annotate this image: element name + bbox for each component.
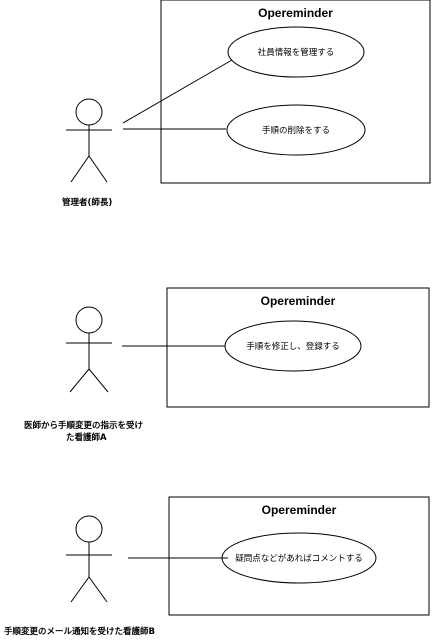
system-boundary-1 <box>160 0 431 184</box>
system-title-3: Opereminder <box>261 503 337 517</box>
association-line-1a <box>122 59 233 124</box>
system-title-1: Opereminder <box>258 6 333 20</box>
actor-label-2-line1: 医師から手順変更の指示を受け <box>24 421 144 431</box>
use-case-label-3: 疑問点などがあればコメントする <box>235 554 363 564</box>
actor-figure-3 <box>66 515 112 603</box>
actor-label-2-line2: た看護師A <box>66 433 107 443</box>
actor-label-3: 手順変更のメール通知を受けた看護師B <box>4 627 155 637</box>
use-case-ellipse-1a <box>227 26 365 78</box>
system-boundary-2 <box>166 287 430 408</box>
use-case-ellipse-3 <box>221 532 377 584</box>
use-case-ellipse-1b <box>226 104 366 156</box>
actor-figure-2 <box>66 306 112 393</box>
use-case-label-1a: 社員情報を管理する <box>257 48 335 58</box>
system-title-2: Opereminder <box>260 294 336 308</box>
use-case-label-1b: 手順の削除をする <box>261 126 330 136</box>
actor-figure-1 <box>66 98 112 183</box>
use-case-label-2: 手順を修正し、登録する <box>246 342 340 352</box>
system-boundary-3 <box>168 496 430 616</box>
use-case-ellipse-2 <box>224 320 362 372</box>
actor-label-1: 管理者(師長) <box>62 198 113 208</box>
